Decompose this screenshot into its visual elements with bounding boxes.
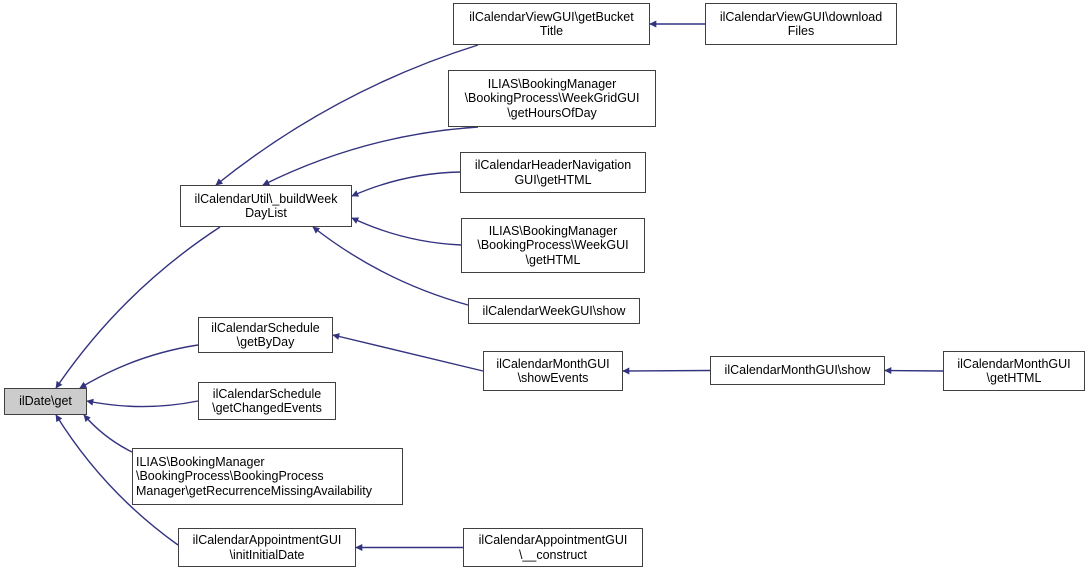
graph-node-ilcalendarmonthgui-gethtml[interactable]: ilCalendarMonthGUI \getHTML xyxy=(943,351,1085,391)
graph-node-ildate-get[interactable]: ilDate\get xyxy=(4,388,87,415)
graph-edge-ilcalendarheadernavigationgui-gethtml--ilcalendarutil-buildweekdaylist xyxy=(351,171,461,197)
graph-node-ilcalendarmonthgui-show[interactable]: ilCalendarMonthGUI\show xyxy=(710,356,885,385)
graph-node-bookingprocessmanager-getrecurrencemissingavailability[interactable]: ILIAS\BookingManager \BookingProcess\Boo… xyxy=(132,448,403,505)
graph-node-ilcalendarutil-buildweekdaylist[interactable]: ilCalendarUtil\_buildWeek DayList xyxy=(180,185,352,227)
graph-edge-ilcalendarmonthgui-gethtml--ilcalendarmonthgui-show xyxy=(884,367,944,375)
graph-node-ilcalendarmonthgui-showevents[interactable]: ilCalendarMonthGUI \showEvents xyxy=(483,351,623,391)
graph-node-ilcalendarviewgui-downloadfiles[interactable]: ilCalendarViewGUI\download Files xyxy=(705,3,897,45)
graph-edge-weekgridgui-gethoursofday--ilcalendarutil-buildweekdaylist xyxy=(262,126,479,186)
graph-node-ilcalendarheadernavigationgui-gethtml[interactable]: ilCalendarHeaderNavigation GUI\getHTML xyxy=(460,152,646,193)
graph-node-ilcalendarschedule-getchangedevents[interactable]: ilCalendarSchedule \getChangedEvents xyxy=(198,382,336,420)
graph-node-weekgui-gethtml[interactable]: ILIAS\BookingManager \BookingProcess\Wee… xyxy=(461,218,645,273)
graph-edge-ilcalendarviewgui-getbuckettitle--ilcalendarutil-buildweekdaylist xyxy=(215,44,479,186)
graph-edge-ilcalendarschedule-getchangedevents--ildate-get xyxy=(86,398,199,408)
graph-node-ilcalendarappointmentgui-initinitialdate[interactable]: ilCalendarAppointmentGUI \initInitialDat… xyxy=(178,528,356,567)
graph-edge-bookingprocessmanager-getrecurrencemissingavailability--ildate-get xyxy=(83,414,133,453)
graph-node-weekgridgui-gethoursofday[interactable]: ILIAS\BookingManager \BookingProcess\Wee… xyxy=(448,70,656,127)
graph-edge-ilcalendarweekgui-show--ilcalendarutil-buildweekdaylist xyxy=(312,226,469,306)
graph-edge-ilcalendarmonthgui-showevents--ilcalendarschedule-getbyday xyxy=(332,333,484,372)
graph-edge-ilcalendarschedule-getbyday--ildate-get xyxy=(79,344,199,389)
graph-edge-ilcalendarmonthgui-show--ilcalendarmonthgui-showevents xyxy=(622,367,711,375)
graph-node-ilcalendarschedule-getbyday[interactable]: ilCalendarSchedule \getByDay xyxy=(198,317,333,353)
graph-node-ilcalendarviewgui-getbuckettitle[interactable]: ilCalendarViewGUI\getBucket Title xyxy=(453,3,650,45)
graph-node-ilcalendarweekgui-show[interactable]: ilCalendarWeekGUI\show xyxy=(468,298,640,324)
graph-edge-weekgui-gethtml--ilcalendarutil-buildweekdaylist xyxy=(351,217,462,246)
graph-node-ilcalendarappointmentgui-construct[interactable]: ilCalendarAppointmentGUI \__construct xyxy=(463,528,643,567)
graph-edge-ilcalendarutil-buildweekdaylist--ildate-get xyxy=(55,226,221,389)
